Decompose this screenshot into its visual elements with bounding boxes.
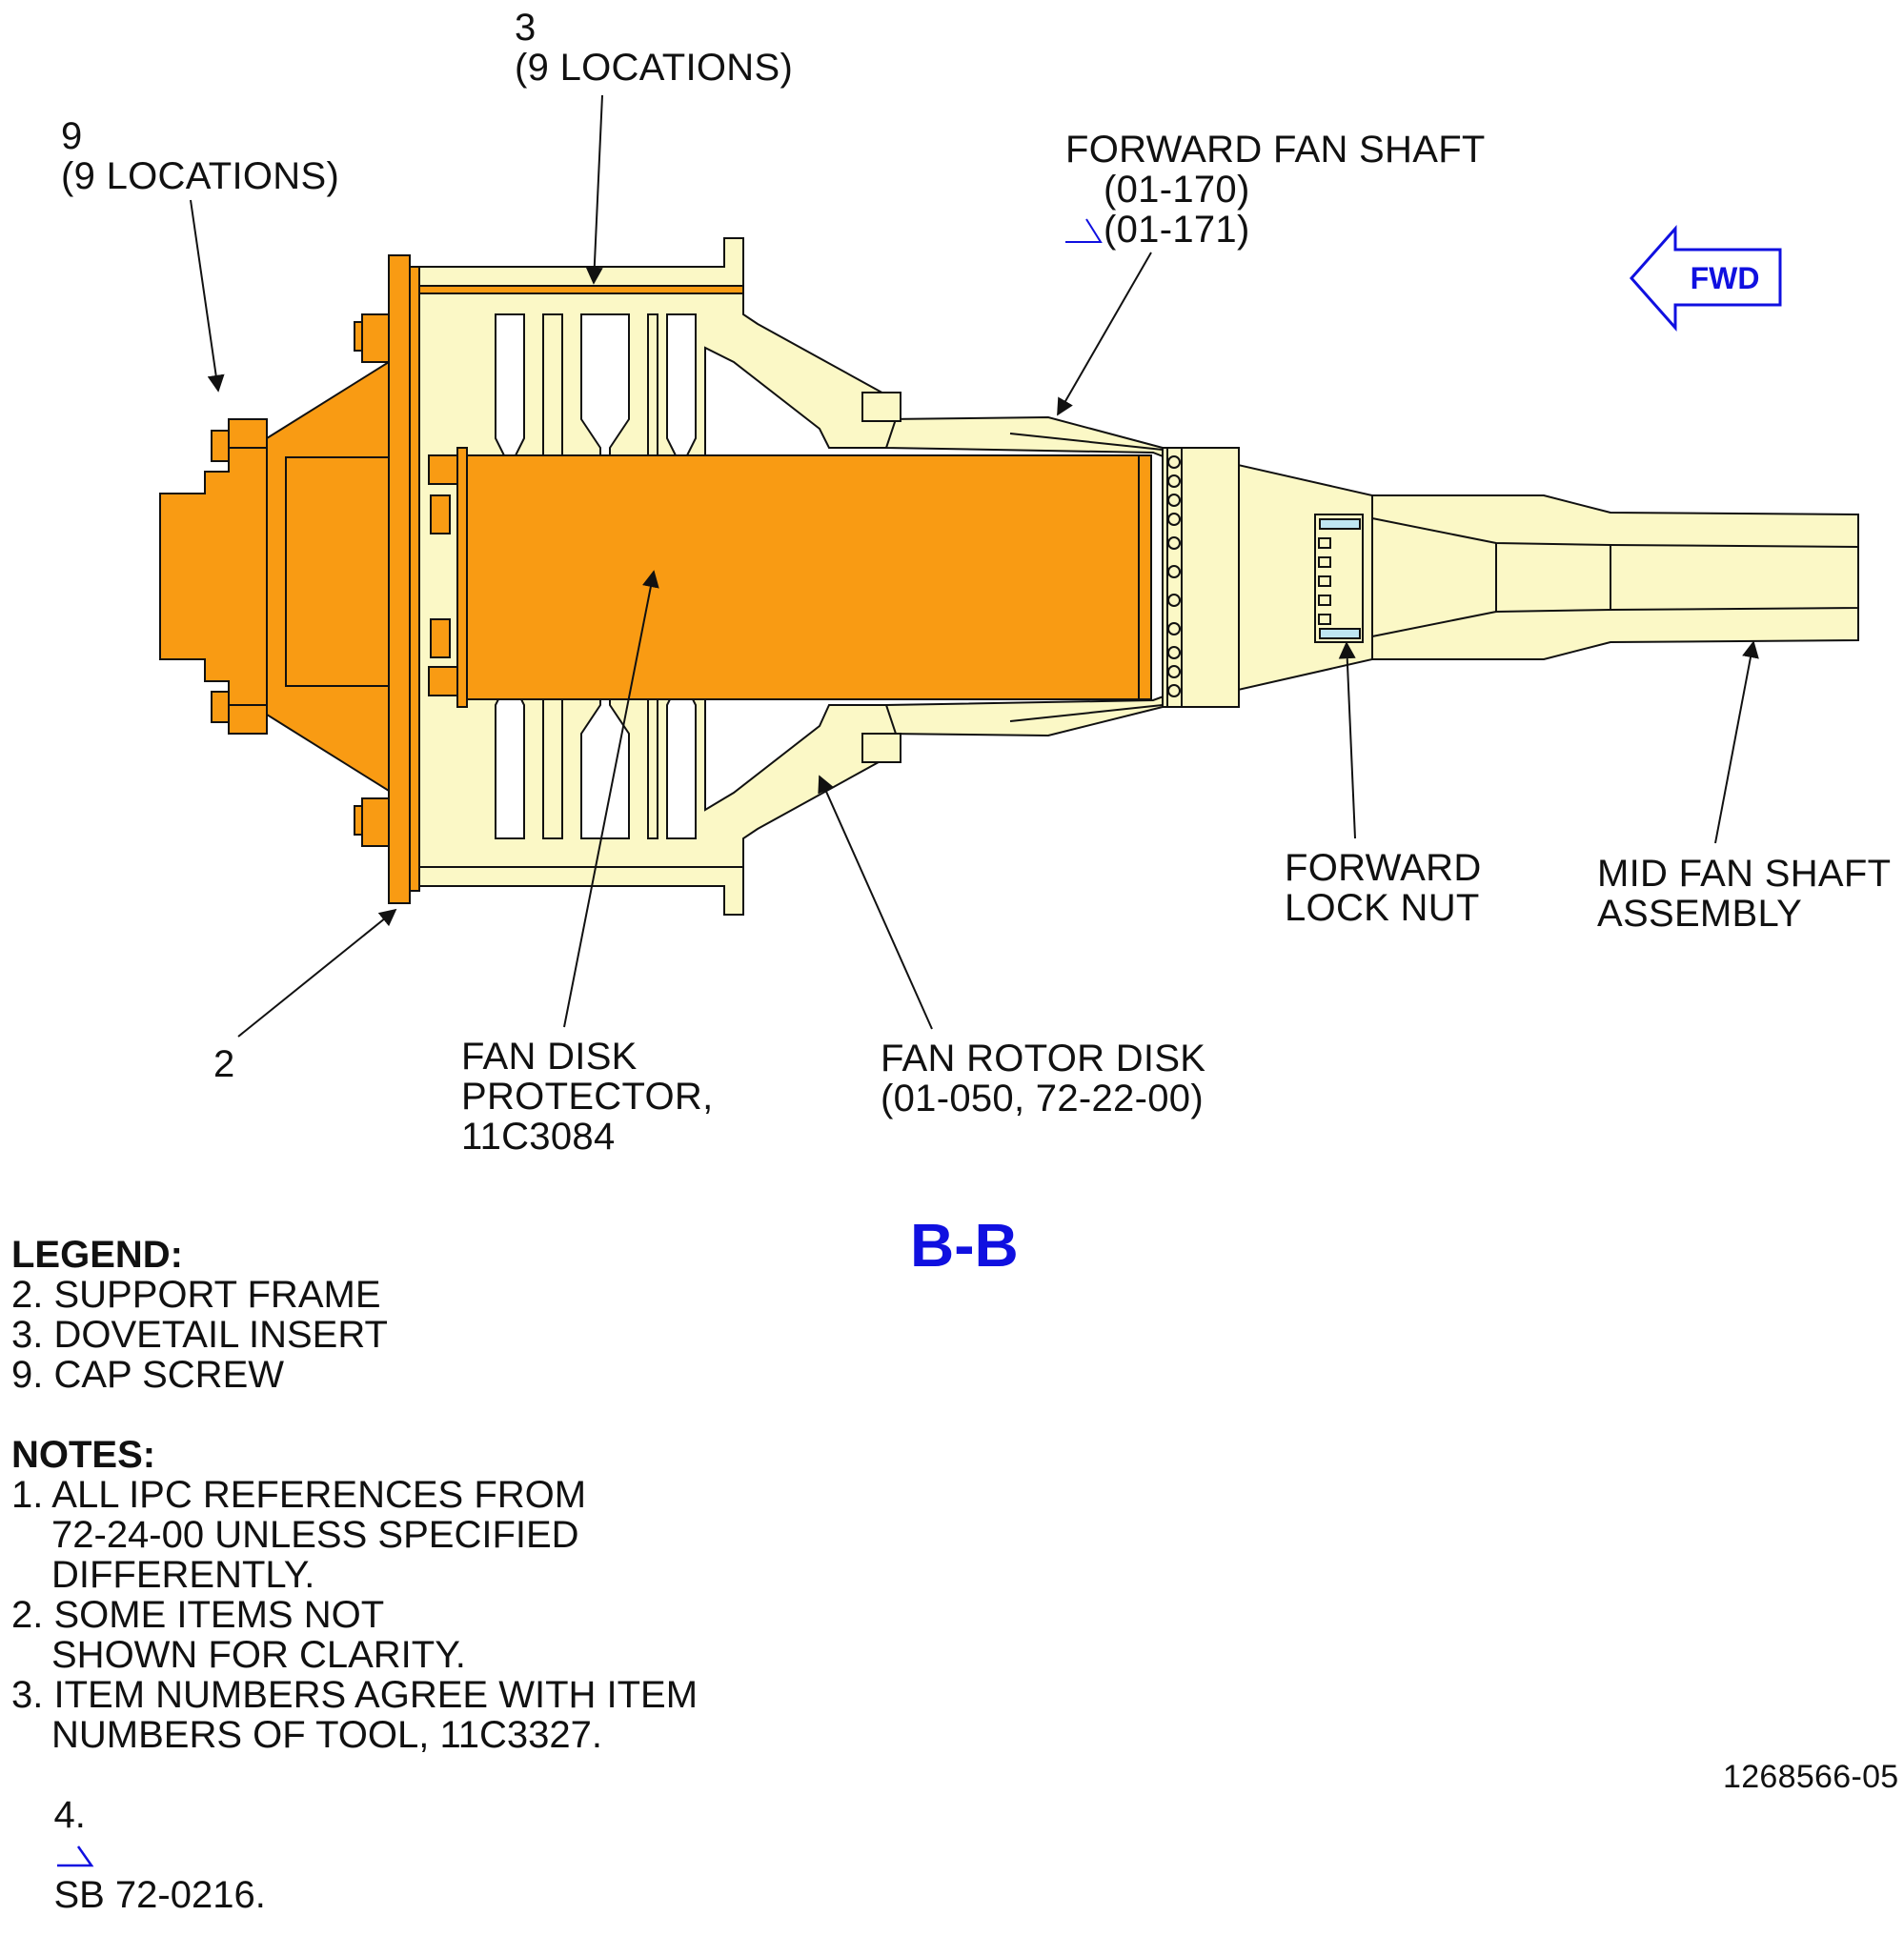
callout-fan-disk-protector-line1: FAN DISK <box>461 1036 638 1078</box>
callout-item3-locations: (9 LOCATIONS) <box>515 47 794 89</box>
callout-item9-locations: (9 LOCATIONS) <box>61 155 340 197</box>
callout-fan-disk-protector-line2: PROTECTOR, <box>461 1076 714 1118</box>
leader-fan-disk-protector <box>563 570 659 1028</box>
note-3-line1: 3. ITEM NUMBERS AGREE WITH ITEM <box>11 1674 699 1716</box>
notes: NOTES: 1. ALL IPC REFERENCES FROM 72-24-… <box>11 1435 698 1955</box>
leader-item2 <box>237 908 397 1038</box>
forward-fan-shaft <box>885 415 1373 737</box>
callout-forward-fan-shaft-pn2: (01-171) <box>1104 209 1250 251</box>
callout-fan-disk-protector-line3: 11C3084 <box>461 1116 616 1158</box>
callout-item9-number: 9 <box>61 115 83 157</box>
dovetail-insert <box>418 285 744 294</box>
fwd-arrow-icon: FWD <box>1629 225 1782 332</box>
leader-item9 <box>190 199 225 393</box>
support-frame <box>159 254 420 904</box>
callout-item3-number: 3 <box>515 7 537 49</box>
legend-title: LEGEND: <box>11 1234 183 1276</box>
section-bb-drawing: FWD <box>159 94 1859 1038</box>
revision-mark-icon <box>57 1845 94 1867</box>
leader-mid-fan-shaft <box>1714 640 1759 844</box>
note-3-line2: NUMBERS OF TOOL, 11C3327. <box>51 1714 602 1756</box>
leader-forward-lock-nut <box>1338 641 1356 839</box>
mid-fan-shaft-assembly <box>1228 484 1859 671</box>
callout-forward-lock-nut-line1: FORWARD <box>1285 847 1482 889</box>
callout-forward-fan-shaft: FORWARD FAN SHAFT <box>1065 129 1486 171</box>
notes-title: NOTES: <box>11 1434 156 1476</box>
drawing-number: 1268566-05 <box>1723 1759 1899 1795</box>
callout-mid-fan-shaft-line1: MID FAN SHAFT <box>1597 853 1892 895</box>
legend-item: 2. SUPPORT FRAME <box>11 1274 381 1316</box>
legend-item: 9. CAP SCREW <box>11 1354 284 1396</box>
callout-fan-rotor-disk-line1: FAN ROTOR DISK <box>881 1038 1206 1079</box>
note-2-line2: SHOWN FOR CLARITY. <box>51 1634 466 1676</box>
note-1-line2: 72-24-00 UNLESS SPECIFIED <box>51 1514 579 1556</box>
callout-item2-number: 2 <box>213 1043 235 1085</box>
callout-forward-fan-shaft-pn1: (01-170) <box>1104 169 1250 211</box>
leader-forward-fan-shaft <box>1057 252 1152 416</box>
note-1-line1: 1. ALL IPC REFERENCES FROM <box>11 1474 587 1516</box>
callout-mid-fan-shaft-line2: ASSEMBLY <box>1597 893 1803 935</box>
fan-disk-protector <box>428 447 1152 708</box>
note-4-text: SB 72-0216. <box>53 1874 266 1916</box>
legend-item: 3. DOVETAIL INSERT <box>11 1314 388 1356</box>
leader-item3 <box>585 94 603 285</box>
note-4-prefix: 4. <box>53 1794 86 1836</box>
note-1-line3: DIFFERENTLY. <box>51 1554 315 1596</box>
leader-fan-rotor-disk <box>818 775 933 1030</box>
callout-fan-rotor-disk-line2: (01-050, 72-22-00) <box>881 1078 1204 1119</box>
forward-lock-nut <box>1314 514 1364 643</box>
revision-mark-sb <box>1065 218 1103 243</box>
note-4: 4. SB 72-0216. <box>11 1755 698 1955</box>
section-title: B-B <box>910 1211 1019 1280</box>
legend: LEGEND: 2. SUPPORT FRAME 3. DOVETAIL INS… <box>11 1235 388 1395</box>
fwd-label: FWD <box>1691 261 1760 295</box>
note-2-line1: 2. SOME ITEMS NOT <box>11 1594 385 1636</box>
leader-lines <box>190 94 1759 1038</box>
callout-forward-lock-nut-line2: LOCK NUT <box>1285 887 1480 929</box>
